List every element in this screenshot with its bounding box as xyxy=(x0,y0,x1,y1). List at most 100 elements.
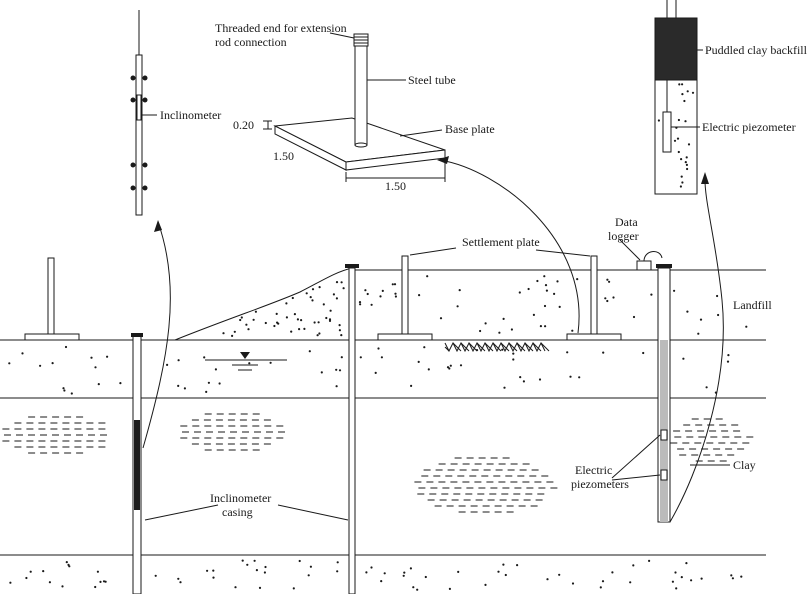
sand-dot xyxy=(254,310,257,313)
sand-dot xyxy=(691,91,695,94)
sand-dot xyxy=(423,346,426,349)
sand-dot xyxy=(212,569,215,572)
sand-dot xyxy=(264,321,267,325)
sand-dot xyxy=(177,359,180,362)
sand-dot xyxy=(374,371,377,374)
sand-dot xyxy=(502,317,505,320)
sand-dot xyxy=(94,585,97,589)
sand-dot xyxy=(680,175,683,178)
sand-dot xyxy=(686,90,689,93)
sand-dot xyxy=(218,382,221,385)
label-electric-piezometers-1: Electric xyxy=(575,463,612,477)
sand-dot xyxy=(683,99,686,103)
sand-dot xyxy=(335,385,338,388)
sand-dot xyxy=(479,329,482,333)
sand-dot xyxy=(685,163,689,166)
sand-dot xyxy=(518,291,521,294)
sand-dot xyxy=(456,305,459,308)
sand-dot xyxy=(629,581,632,584)
sand-dot xyxy=(730,574,733,577)
sand-dot xyxy=(599,586,602,589)
sand-dot xyxy=(318,332,321,335)
sand-dot xyxy=(427,368,430,371)
sand-dot xyxy=(94,366,97,369)
sand-dot xyxy=(416,588,419,591)
label-threaded-end-2: rod connection xyxy=(215,35,287,49)
sand-dot xyxy=(611,571,614,574)
data-logger xyxy=(636,251,663,271)
sand-dot xyxy=(412,586,415,589)
settlement-plate-detail xyxy=(263,32,446,182)
embankment-slope xyxy=(174,267,353,341)
sand-dot xyxy=(458,289,461,292)
sand-dot xyxy=(699,318,703,321)
sand-dot xyxy=(264,565,267,569)
sand-dot xyxy=(269,361,272,364)
sand-dot xyxy=(206,569,209,572)
sand-dot xyxy=(642,351,645,355)
sand-dot xyxy=(313,321,316,324)
sand-dot xyxy=(42,570,45,573)
sand-dot xyxy=(8,362,11,365)
sand-dot xyxy=(68,565,71,568)
sand-dot xyxy=(336,570,339,573)
sand-dot xyxy=(65,561,68,564)
sand-dot xyxy=(632,315,636,319)
sand-dot xyxy=(676,137,680,140)
sand-dot xyxy=(359,356,362,359)
sand-dot xyxy=(359,303,362,306)
sand-dot xyxy=(358,301,362,304)
sand-dot xyxy=(681,181,684,184)
sand-dot xyxy=(632,564,635,567)
sand-dot xyxy=(62,387,65,390)
sand-dot xyxy=(558,573,561,576)
sand-dot xyxy=(522,380,526,383)
sand-dot xyxy=(290,330,293,333)
sand-dot xyxy=(311,288,315,291)
sand-dot xyxy=(566,351,569,354)
sand-dot xyxy=(338,369,342,372)
sand-dot xyxy=(179,581,182,584)
sand-dot xyxy=(424,575,427,579)
sand-dot xyxy=(740,575,743,578)
sand-dot xyxy=(309,296,312,299)
sand-dot xyxy=(296,318,299,321)
sand-dot xyxy=(332,293,335,296)
sand-dot xyxy=(497,570,500,573)
sand-dot xyxy=(673,139,677,142)
sand-dot xyxy=(335,297,338,300)
label-electric-piezometer: Electric piezometer xyxy=(702,120,796,134)
sand-dot xyxy=(571,329,574,332)
sand-dot xyxy=(308,350,311,353)
label-inclinometer: Inclinometer xyxy=(160,108,221,122)
sand-dot xyxy=(253,559,256,562)
sand-dot xyxy=(241,559,244,562)
sand-dot xyxy=(604,297,607,300)
sand-dot xyxy=(544,284,548,287)
piezometer-borehole xyxy=(656,264,672,523)
sand-dot xyxy=(329,309,332,312)
sand-dot xyxy=(686,310,689,313)
sand-dot xyxy=(245,323,248,326)
label-dim-thickness: 0.20 xyxy=(233,118,254,132)
sand-dot xyxy=(258,586,262,590)
sand-dot xyxy=(449,364,452,367)
sand-dot xyxy=(426,275,429,278)
leader-arrows xyxy=(142,156,730,523)
sand-dot xyxy=(212,576,215,579)
sand-dot xyxy=(417,360,420,363)
sand-dot xyxy=(510,328,513,331)
sand-dot xyxy=(684,120,687,123)
sand-dot xyxy=(716,294,719,298)
sand-dot xyxy=(252,318,255,321)
piezometer-detail xyxy=(654,0,703,195)
inclinometer-casing-middle xyxy=(345,264,359,595)
sand-dot xyxy=(325,316,328,320)
sand-dot xyxy=(393,283,397,286)
label-inclinometer-casing-2: casing xyxy=(222,505,253,519)
landfill-dots xyxy=(358,275,748,335)
sand-dot xyxy=(682,357,685,360)
sand-dot xyxy=(102,580,106,583)
sand-dot xyxy=(602,351,605,354)
